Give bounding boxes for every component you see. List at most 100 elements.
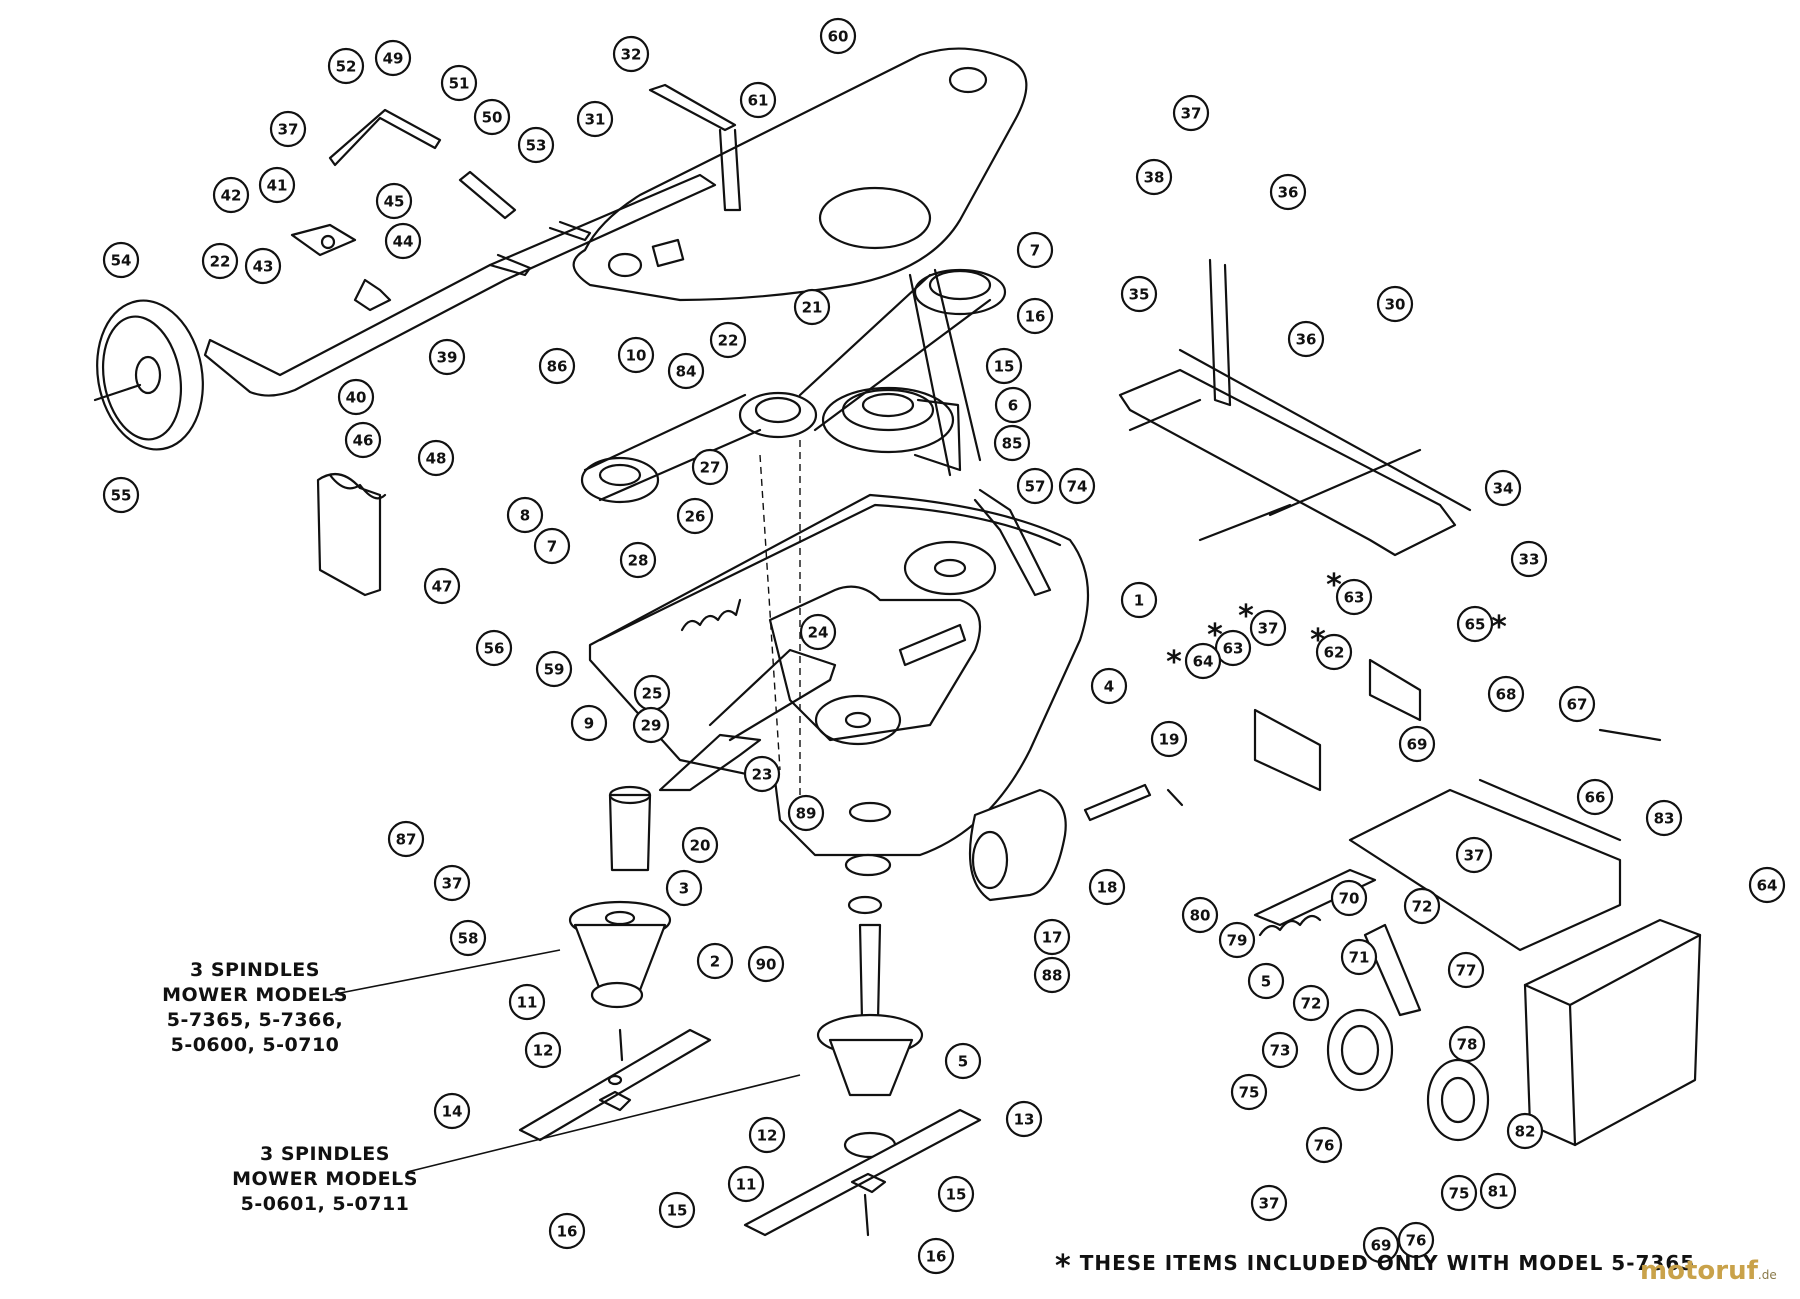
- callout-balloon: [1558, 685, 1596, 723]
- part-callout-73: 73: [1261, 1031, 1299, 1069]
- part-callout-51: 51: [440, 64, 478, 102]
- model-asterisk: *: [1326, 568, 1342, 603]
- lift-arm-drawing: [203, 173, 717, 397]
- callout-number: 52: [336, 58, 357, 76]
- watermark-tld: .de: [1757, 1268, 1777, 1282]
- callout-number: 23: [752, 766, 773, 784]
- callout-balloon: [1287, 320, 1325, 358]
- callout-balloon: [506, 496, 544, 534]
- part-callout-16: 16: [1016, 297, 1054, 335]
- cover-box-drawing: [1523, 918, 1702, 1147]
- part-callout-25: 25: [633, 674, 671, 712]
- part-callout-28: 28: [619, 541, 657, 579]
- watermark-logo: motoruf.de: [1640, 1256, 1777, 1286]
- callout-balloon: [985, 347, 1023, 385]
- callout-balloon: [1088, 868, 1126, 906]
- part-callout-90: 90: [747, 945, 785, 983]
- callout-balloon: [994, 386, 1032, 424]
- part-callout-65: 65: [1456, 605, 1494, 643]
- callout-balloon: [1184, 642, 1222, 680]
- part-callout-2: 2: [696, 942, 734, 980]
- callout-number: 84: [676, 363, 697, 381]
- part-callout-12: 12: [748, 1116, 786, 1154]
- callout-balloon: [576, 100, 614, 138]
- callout-number: 7: [1030, 242, 1040, 260]
- part-callout-24: 24: [799, 613, 837, 651]
- model-group-label-first: 3 SPINDLES MOWER MODELS 5-7365, 5-7366, …: [155, 958, 355, 1058]
- callout-balloon: [449, 919, 487, 957]
- part-callout-20: 20: [681, 826, 719, 864]
- callout-number: 5: [1261, 973, 1271, 991]
- callout-balloon: [1261, 1031, 1299, 1069]
- callout-number: 5: [958, 1053, 968, 1071]
- model-specific-marks: ******: [1166, 568, 1507, 680]
- part-callout-23: 23: [743, 755, 781, 793]
- part-callout-64: 64: [1748, 866, 1786, 904]
- callout-balloon: [748, 1116, 786, 1154]
- callout-number: 6: [1008, 397, 1018, 415]
- model-group-line: 5-7365, 5-7366,: [166, 1009, 344, 1031]
- callout-balloon: [1479, 1172, 1517, 1210]
- part-callout-63: 63: [1335, 578, 1373, 616]
- model-asterisk: *: [1491, 610, 1507, 645]
- callout-number: 45: [384, 193, 405, 211]
- part-callout-43: 43: [244, 247, 282, 285]
- model-asterisk: *: [1238, 599, 1254, 634]
- callout-number: 8: [520, 507, 530, 525]
- part-callout-72: 72: [1292, 984, 1330, 1022]
- part-callout-77: 77: [1447, 951, 1485, 989]
- callout-number: 73: [1270, 1042, 1291, 1060]
- callout-number: 76: [1406, 1232, 1427, 1250]
- part-callout-1: 1: [1120, 581, 1158, 619]
- callout-balloon: [1484, 469, 1522, 507]
- callout-number: 4: [1104, 678, 1114, 696]
- callout-number: 87: [396, 831, 417, 849]
- callout-number: 59: [544, 661, 565, 679]
- callout-balloon: [937, 1175, 975, 1213]
- part-callout-75: 75: [1230, 1073, 1268, 1111]
- callout-number: 29: [641, 717, 662, 735]
- part-callout-5: 5: [1247, 962, 1285, 1000]
- callout-balloon: [1250, 1184, 1288, 1222]
- callout-number: 68: [1496, 686, 1517, 704]
- part-callout-42: 42: [212, 176, 250, 214]
- callout-number: 75: [1239, 1084, 1260, 1102]
- callout-number: 41: [267, 177, 288, 195]
- part-callout-6: 6: [994, 386, 1032, 424]
- callout-balloon: [548, 1212, 586, 1250]
- callout-number: 42: [221, 187, 242, 205]
- part-callout-87: 87: [387, 820, 425, 858]
- callout-number: 10: [626, 347, 647, 365]
- part-callout-39: 39: [428, 338, 466, 376]
- callout-number: 50: [482, 109, 503, 127]
- callout-balloon: [1315, 633, 1353, 671]
- callout-balloon: [743, 755, 781, 793]
- callout-number: 19: [1159, 731, 1180, 749]
- callout-balloon: [739, 81, 777, 119]
- callout-number: 21: [802, 299, 823, 317]
- part-callout-88: 88: [1033, 956, 1071, 994]
- callout-balloon: [533, 527, 571, 565]
- model-asterisk: *: [1207, 618, 1223, 653]
- callout-balloon: [374, 39, 412, 77]
- part-callout-32: 32: [612, 35, 650, 73]
- callout-balloon: [1120, 275, 1158, 313]
- part-callout-56: 56: [475, 629, 513, 667]
- callout-balloon: [696, 942, 734, 980]
- part-callout-34: 34: [1484, 469, 1522, 507]
- callout-balloon: [1181, 896, 1219, 934]
- callout-balloon: [212, 176, 250, 214]
- callout-number: 51: [449, 75, 470, 93]
- callout-balloon: [1455, 836, 1493, 874]
- callout-balloon: [819, 17, 857, 55]
- callout-number: 27: [700, 459, 721, 477]
- callout-balloon: [632, 706, 670, 744]
- part-callout-4: 4: [1090, 667, 1128, 705]
- callout-number: 2: [710, 953, 720, 971]
- part-callout-44: 44: [384, 222, 422, 260]
- callout-number: 16: [926, 1248, 947, 1266]
- callout-number: 26: [685, 508, 706, 526]
- part-callout-80: 80: [1181, 896, 1219, 934]
- part-callout-9: 9: [570, 704, 608, 742]
- callout-balloon: [428, 338, 466, 376]
